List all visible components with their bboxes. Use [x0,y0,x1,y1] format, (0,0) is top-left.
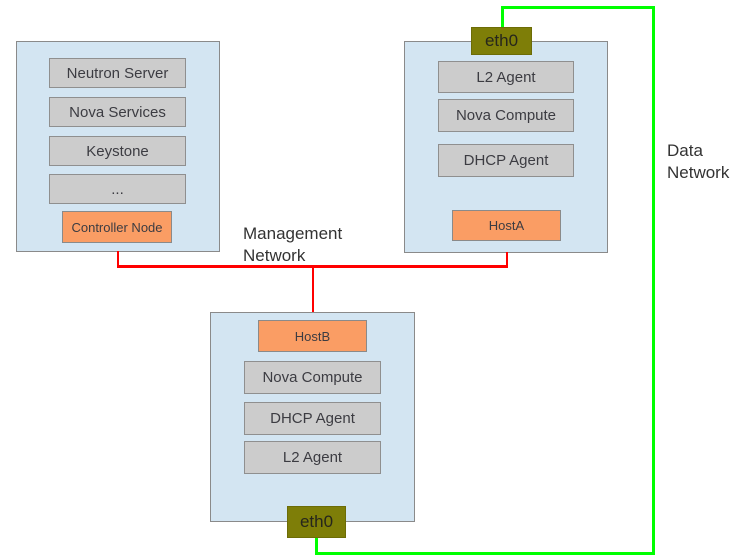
data-line-eth0-a-riser [501,6,504,28]
data-line-right [652,6,655,555]
dhcp-agent-box-host-b: DHCP Agent [244,402,381,435]
nova-compute-box-host-b: Nova Compute [244,361,381,394]
nova-services-box: Nova Services [49,97,186,127]
management-line-host-b-drop [312,266,314,312]
eth0-host-a-box: eth0 [471,27,532,55]
data-line-bottom [315,552,655,555]
eth0-host-b-box: eth0 [287,506,346,538]
dhcp-agent-box-host-a: DHCP Agent [438,144,574,177]
data-network-label: Data Network [667,141,730,182]
neutron-server-box: Neutron Server [49,58,186,88]
data-line-top [501,6,655,9]
host-b-label-box: HostB [258,320,367,352]
controller-node-label-box: Controller Node [62,211,172,243]
management-line-controller-drop [117,251,119,268]
nova-compute-box-host-a: Nova Compute [438,99,574,132]
l2-agent-box-host-a: L2 Agent [438,61,574,93]
l2-agent-box-host-b: L2 Agent [244,441,381,474]
host-a-label-box: HostA [452,210,561,241]
keystone-box: Keystone [49,136,186,166]
more-services-box: ... [49,174,186,204]
management-line-host-a-drop [506,252,508,267]
management-network-label: Management Network [243,224,343,265]
data-line-eth0-b-drop [315,537,318,553]
